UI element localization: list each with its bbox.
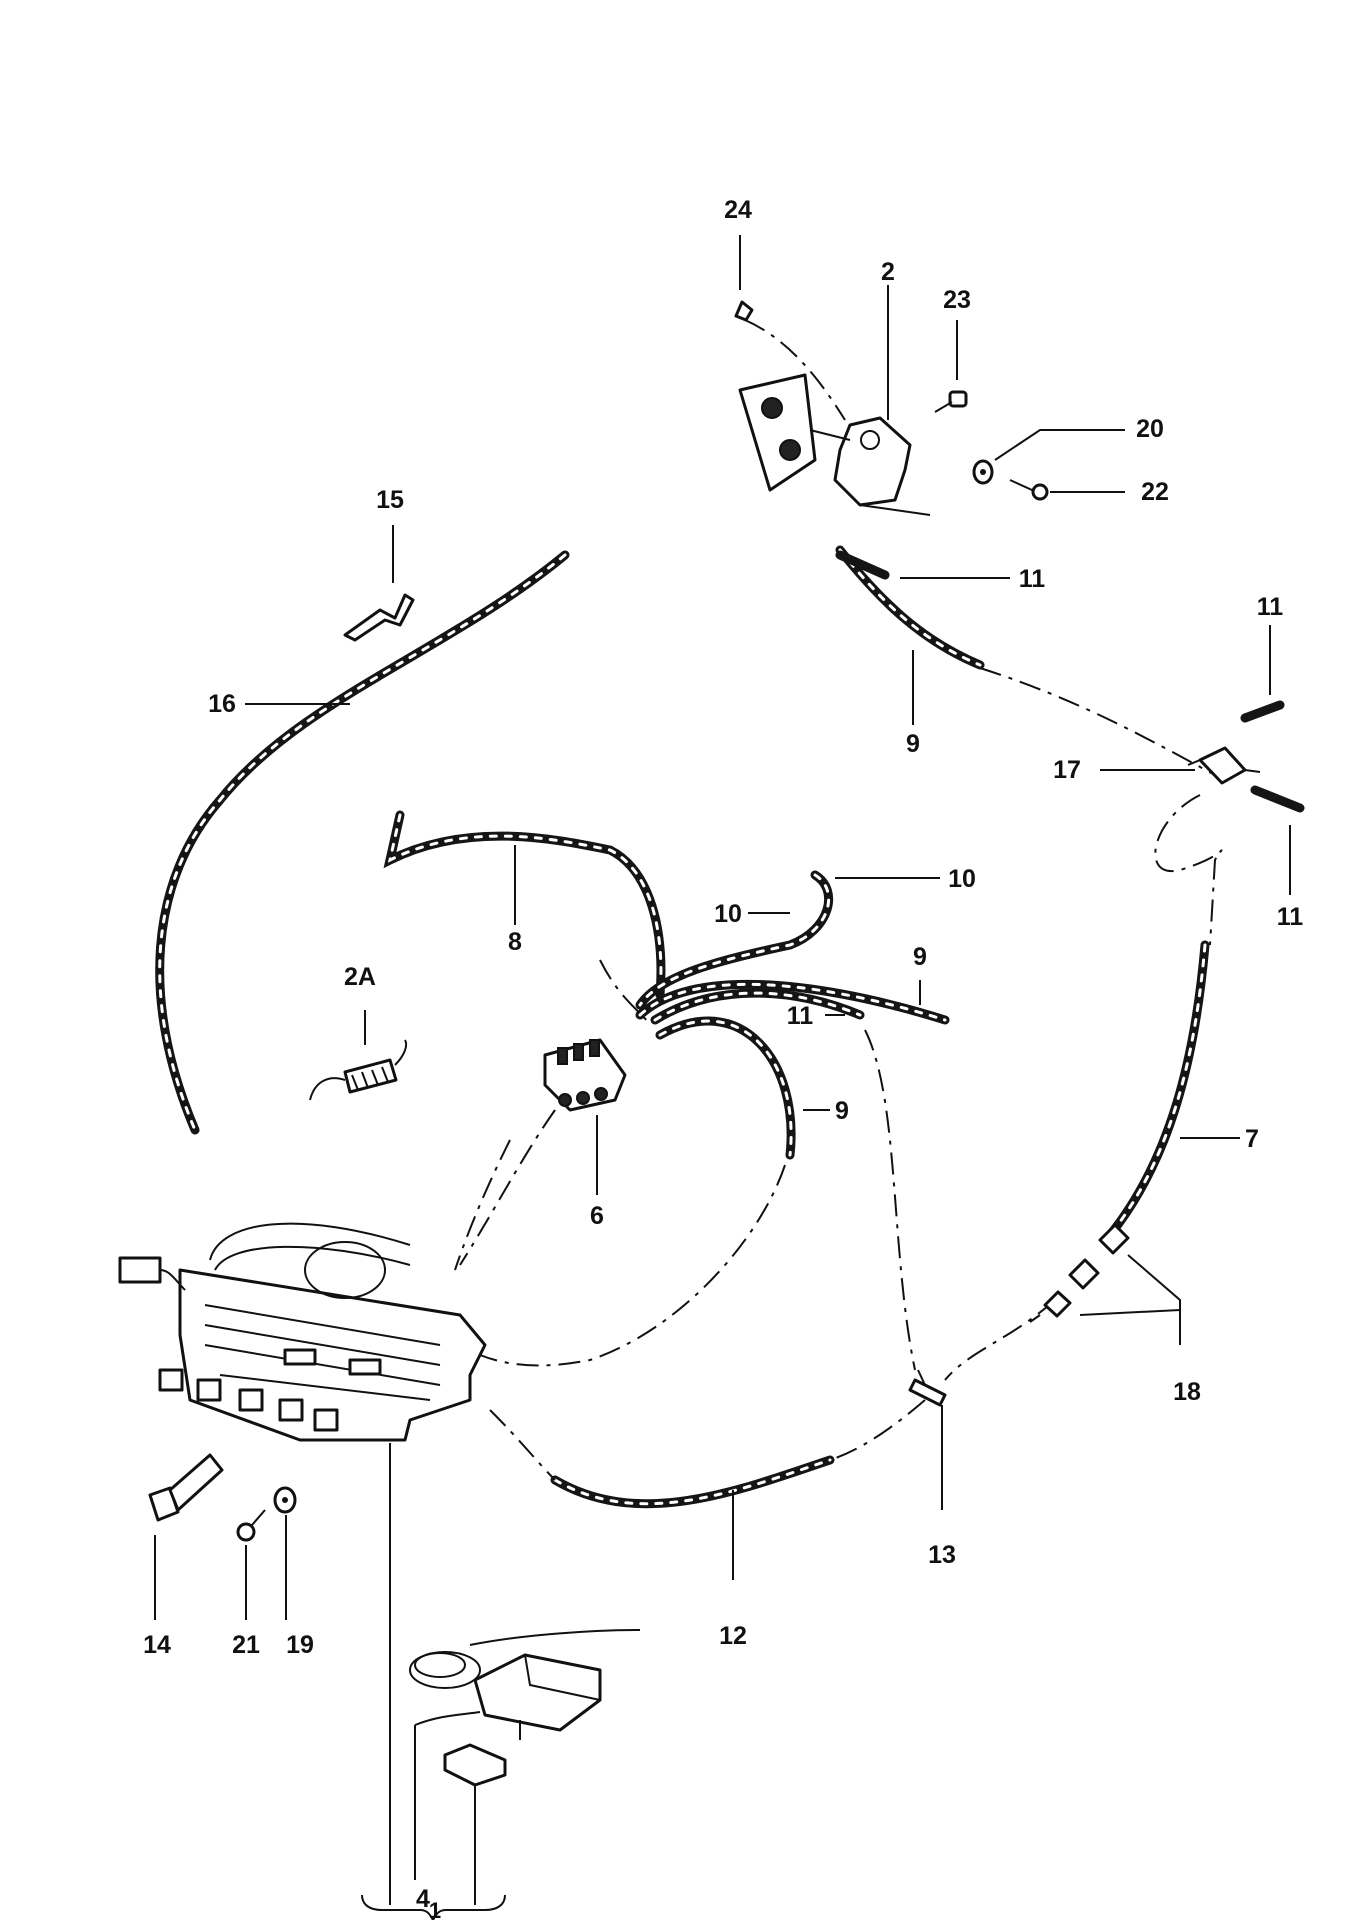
callout-21: 21 — [232, 1631, 260, 1659]
callout-4: 4 — [416, 1885, 430, 1913]
callout-10-right: 10 — [948, 865, 976, 893]
callout-9-mid: 9 — [913, 943, 927, 971]
callout-13: 13 — [928, 1541, 956, 1569]
callout-10-left: 10 — [714, 900, 742, 928]
callout-9-lower: 9 — [835, 1097, 849, 1125]
hose-4-lead — [469, 1629, 641, 1646]
hose-11-right-upper — [1240, 700, 1285, 723]
part-23-screw — [934, 390, 968, 413]
callout-9-top: 9 — [906, 730, 920, 758]
hose-9-upper — [635, 979, 950, 1025]
callout-18: 18 — [1173, 1378, 1201, 1406]
callout-17: 17 — [1053, 756, 1081, 784]
part-17-tee — [1187, 746, 1261, 785]
routing-lines — [324, 319, 1223, 1481]
part-13-tee — [908, 1369, 947, 1407]
callout-labels: 24 2 23 20 22 11 15 16 9 11 17 11 8 10 1… — [143, 196, 1303, 1920]
hose-8 — [383, 810, 666, 1000]
callout-6: 6 — [590, 1202, 604, 1230]
callout-11-right-upper: 11 — [1257, 593, 1284, 621]
leader-lines — [154, 235, 1291, 1920]
callout-11-right-lower: 11 — [1277, 903, 1304, 931]
hose-10 — [635, 870, 834, 1010]
callout-23: 23 — [943, 286, 971, 314]
hose-11-mid — [650, 988, 865, 1025]
part-14-bulb — [148, 1453, 224, 1522]
callout-14: 14 — [143, 1631, 171, 1659]
part-22-screw — [1009, 479, 1049, 501]
hose-16 — [155, 550, 570, 1135]
callout-7: 7 — [1245, 1125, 1259, 1153]
part-24-clip — [734, 300, 754, 322]
part-21-screw — [236, 1509, 266, 1542]
callout-19: 19 — [286, 1631, 314, 1659]
part-4-servo-unit — [409, 1651, 602, 1787]
callout-24: 24 — [724, 196, 752, 224]
callout-2: 2 — [881, 258, 895, 286]
callout-1: 1 — [429, 1898, 441, 1920]
part-20-washer — [972, 459, 994, 485]
part-2-vacuum-valve — [738, 373, 931, 516]
hose-9-top — [835, 545, 985, 670]
callout-22: 22 — [1141, 478, 1169, 506]
hose-11-right-lower — [1250, 785, 1305, 813]
callout-11-mid: 11 — [787, 1002, 814, 1030]
part-2A-spring — [309, 1039, 408, 1101]
part-4-connector — [443, 1743, 507, 1787]
callout-8: 8 — [508, 928, 522, 956]
part-15-clip — [343, 593, 415, 642]
callout-12: 12 — [719, 1622, 747, 1650]
callout-15: 15 — [376, 486, 404, 514]
control-head-assembly — [118, 1222, 487, 1442]
hose-12 — [550, 1455, 835, 1509]
part-6-multi-connector — [543, 1038, 627, 1112]
callout-11-top: 11 — [1019, 565, 1046, 593]
hose-11-top — [835, 550, 890, 580]
part-19-washer — [273, 1486, 297, 1514]
hose-7 — [1105, 940, 1210, 1240]
callout-16: 16 — [208, 690, 236, 718]
callout-20: 20 — [1136, 415, 1164, 443]
callout-2A: 2A — [344, 963, 376, 991]
control-buttons — [158, 1368, 339, 1432]
hose-9-lower — [655, 1016, 796, 1160]
part-18-check-valves — [1029, 1223, 1130, 1323]
